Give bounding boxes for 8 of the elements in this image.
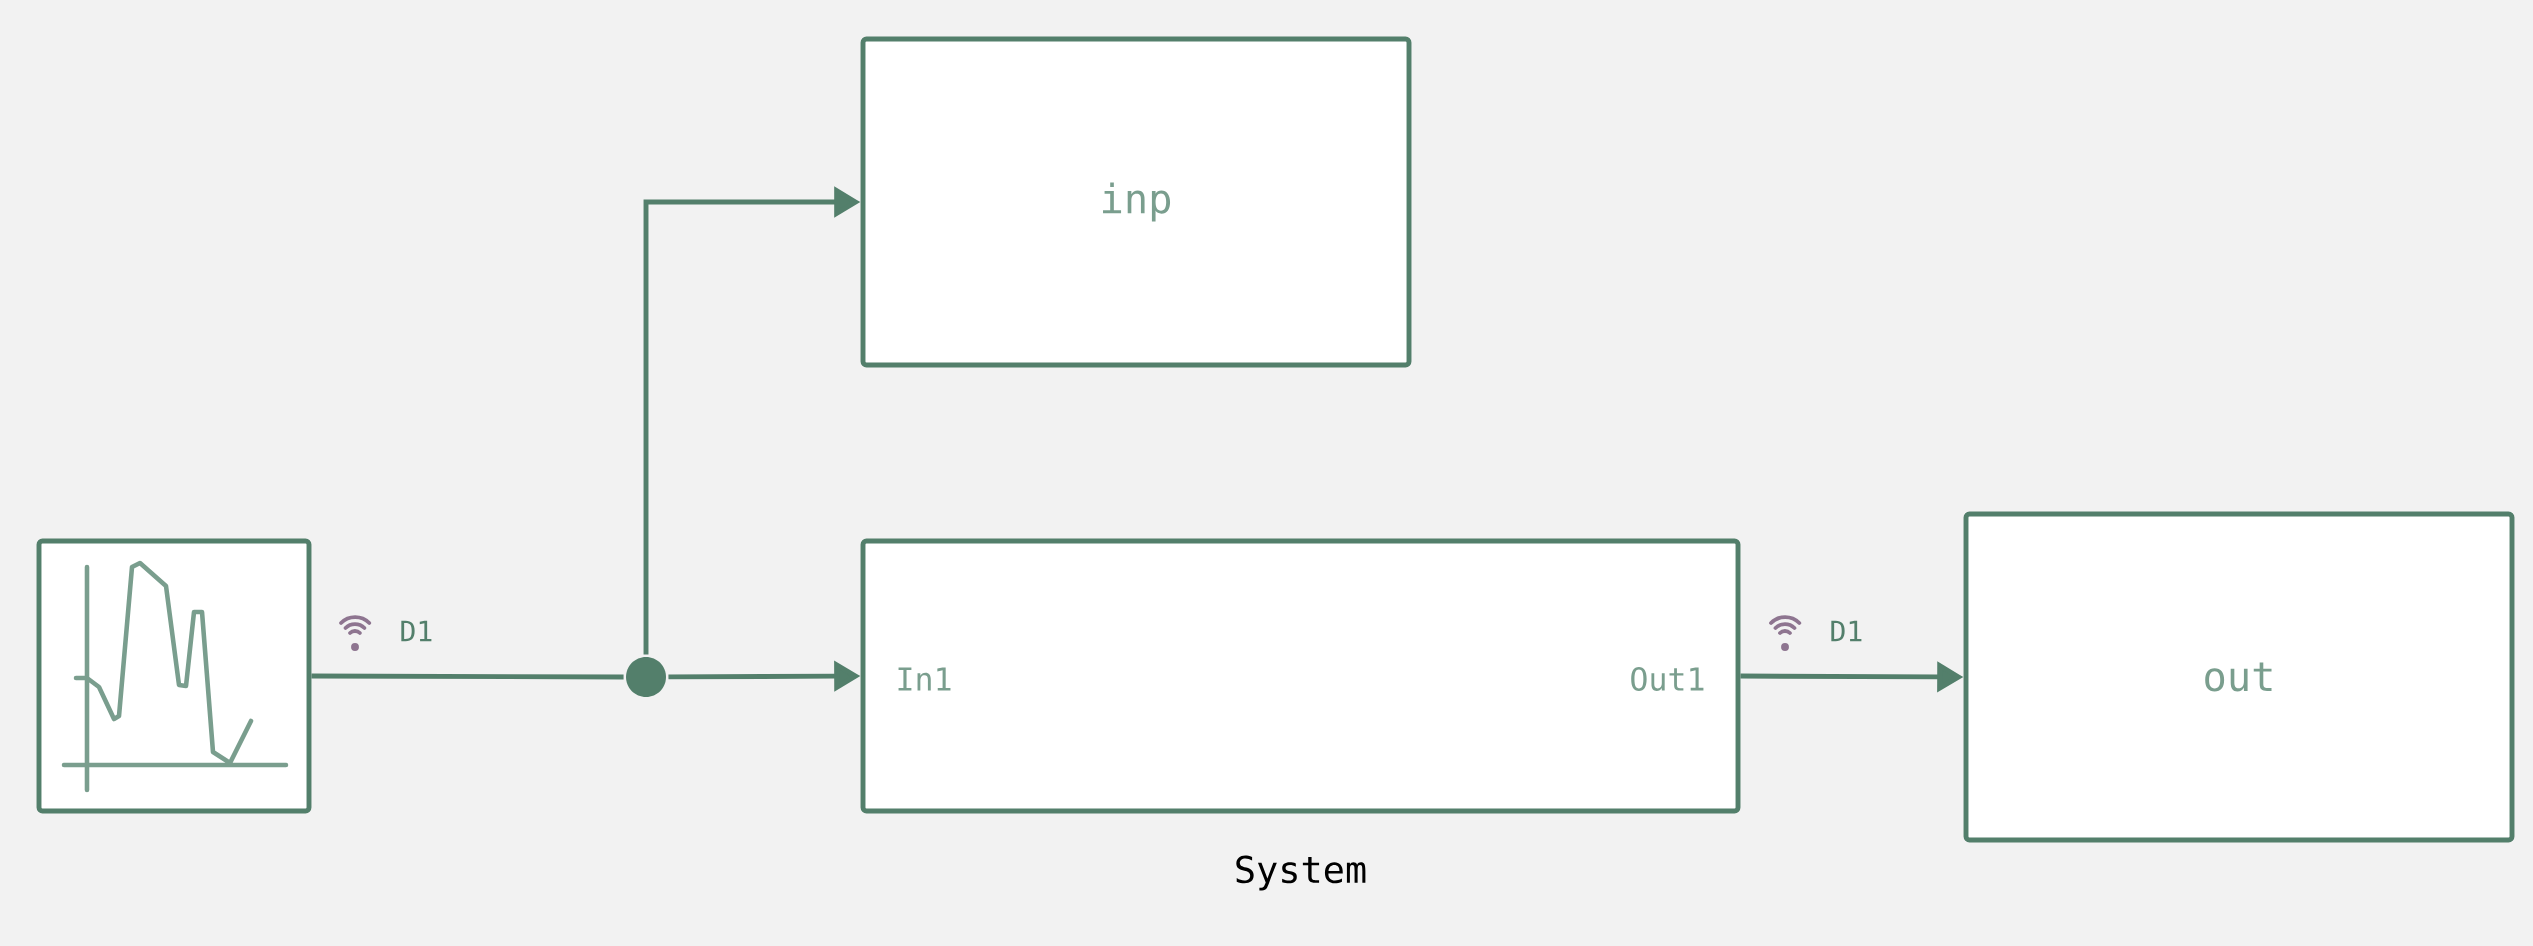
- block: out: [1963, 511, 2515, 843]
- edge-label: D1: [1831, 620, 1862, 642]
- port-label: In1: [898, 667, 951, 691]
- edge-label: D1: [401, 620, 432, 642]
- block-caption: System: [1236, 855, 1366, 891]
- junction-dot: [626, 657, 666, 697]
- port-label: Out1: [1631, 667, 1704, 691]
- block: inp: [860, 36, 1412, 368]
